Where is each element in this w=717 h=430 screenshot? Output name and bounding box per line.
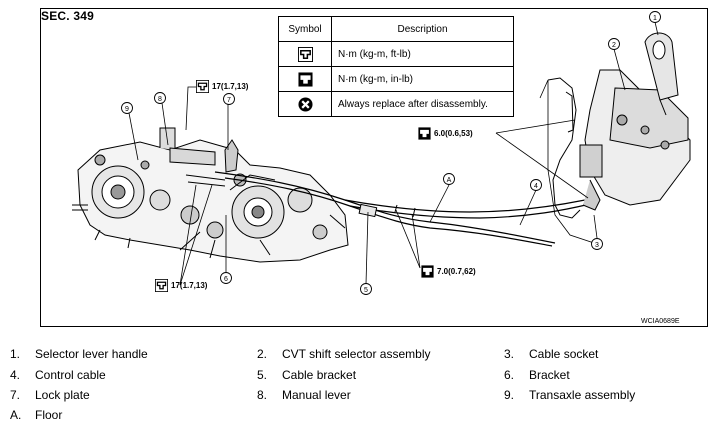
parts-legend: 1. Selector lever handle 2. CVT shift sele… <box>0 344 717 430</box>
legend-item: 5. Cable bracket <box>257 368 356 382</box>
legend-label: Control cable <box>35 368 106 382</box>
legend-item: 2. CVT shift selector assembly <box>257 347 431 361</box>
section-label: SEC. 349 <box>41 9 94 23</box>
torque-callout-manual-lever: 17(1.7,13) <box>196 80 248 93</box>
legend-num: 6. <box>504 368 515 382</box>
legend-label: Manual lever <box>282 388 351 402</box>
table-row: N·m (kg-m, in-lb) <box>278 66 514 92</box>
leader-lines <box>128 21 659 286</box>
legend-num: 1. <box>10 347 21 361</box>
legend-item: 8. Manual lever <box>257 388 351 402</box>
control-cable-drawing <box>214 171 591 247</box>
legend-num: A. <box>10 408 22 422</box>
legend-label: Cable bracket <box>282 368 357 382</box>
callout-8: 8 <box>158 96 162 103</box>
torque-inlb-icon <box>421 265 434 278</box>
symbol-table: Symbol Description N·m (kg-m, ft-lb) N·m… <box>278 16 514 117</box>
legend-label: Lock plate <box>35 388 90 402</box>
callout-circles <box>121 11 661 295</box>
legend-num: 7. <box>10 388 21 402</box>
legend-item: 7. Lock plate <box>10 388 90 402</box>
legend-item: A. Floor <box>10 408 62 422</box>
torque-ftlb-icon <box>155 279 168 292</box>
shift-selector-drawing <box>547 32 691 219</box>
callout-a: A <box>447 177 452 184</box>
callout-7: 7 <box>227 97 231 104</box>
legend-item: 1. Selector lever handle <box>10 347 148 361</box>
legend-label: Cable socket <box>529 347 599 361</box>
legend-label: Floor <box>35 408 63 422</box>
callout-2: 2 <box>612 42 616 49</box>
always-replace-icon <box>297 96 313 112</box>
legend-label: Bracket <box>529 368 570 382</box>
transaxle-assembly-drawing <box>72 127 349 263</box>
torque-value: 6.0(0.6,53) <box>434 129 473 138</box>
symbol-description: Always replace after disassembly. <box>331 91 514 117</box>
torque-inlb-icon <box>297 71 313 87</box>
torque-inlb-icon <box>418 127 431 140</box>
legend-num: 4. <box>10 368 21 382</box>
callout-1: 1 <box>653 15 657 22</box>
table-row: Always replace after disassembly. <box>278 91 514 117</box>
callout-6: 6 <box>224 276 228 283</box>
legend-num: 3. <box>504 347 515 361</box>
torque-callout-bracket: 17(1.7,13) <box>155 279 207 292</box>
legend-label: Transaxle assembly <box>529 388 636 402</box>
torque-ftlb-icon <box>297 46 313 62</box>
callout-numbers: 1 2 3 4 5 6 7 8 9 A <box>125 15 657 294</box>
callout-3: 3 <box>595 242 599 249</box>
description-col-header: Description <box>331 16 514 42</box>
symbol-col-header: Symbol <box>278 16 332 42</box>
symbol-description: N·m (kg-m, in-lb) <box>331 66 514 92</box>
legend-num: 5. <box>257 368 268 382</box>
cable-bracket-drawing <box>358 203 416 218</box>
figure-code: WCIA0689E <box>641 318 680 325</box>
symbol-description: N·m (kg-m, ft-lb) <box>331 41 514 67</box>
legend-label: CVT shift selector assembly <box>282 347 431 361</box>
legend-num: 2. <box>257 347 268 361</box>
legend-item: 3. Cable socket <box>504 347 598 361</box>
floor-line <box>539 79 601 246</box>
table-row: N·m (kg-m, ft-lb) <box>278 41 514 67</box>
torque-value: 17(1.7,13) <box>171 281 208 290</box>
legend-item: 4. Control cable <box>10 368 106 382</box>
legend-item: 6. Bracket <box>504 368 570 382</box>
callout-9: 9 <box>125 106 129 113</box>
torque-value: 17(1.7,13) <box>212 82 249 91</box>
legend-num: 9. <box>504 388 515 402</box>
legend-item: 9. Transaxle assembly <box>504 388 635 402</box>
torque-value: 7.0(0.7,62) <box>437 267 476 276</box>
legend-label: Selector lever handle <box>35 347 148 361</box>
callout-5: 5 <box>364 287 368 294</box>
callout-4: 4 <box>534 183 538 190</box>
torque-callout-cable-bracket: 7.0(0.7,62) <box>421 265 476 278</box>
torque-callout-selector: 6.0(0.6,53) <box>418 127 473 140</box>
torque-ftlb-icon <box>196 80 209 93</box>
legend-num: 8. <box>257 388 268 402</box>
